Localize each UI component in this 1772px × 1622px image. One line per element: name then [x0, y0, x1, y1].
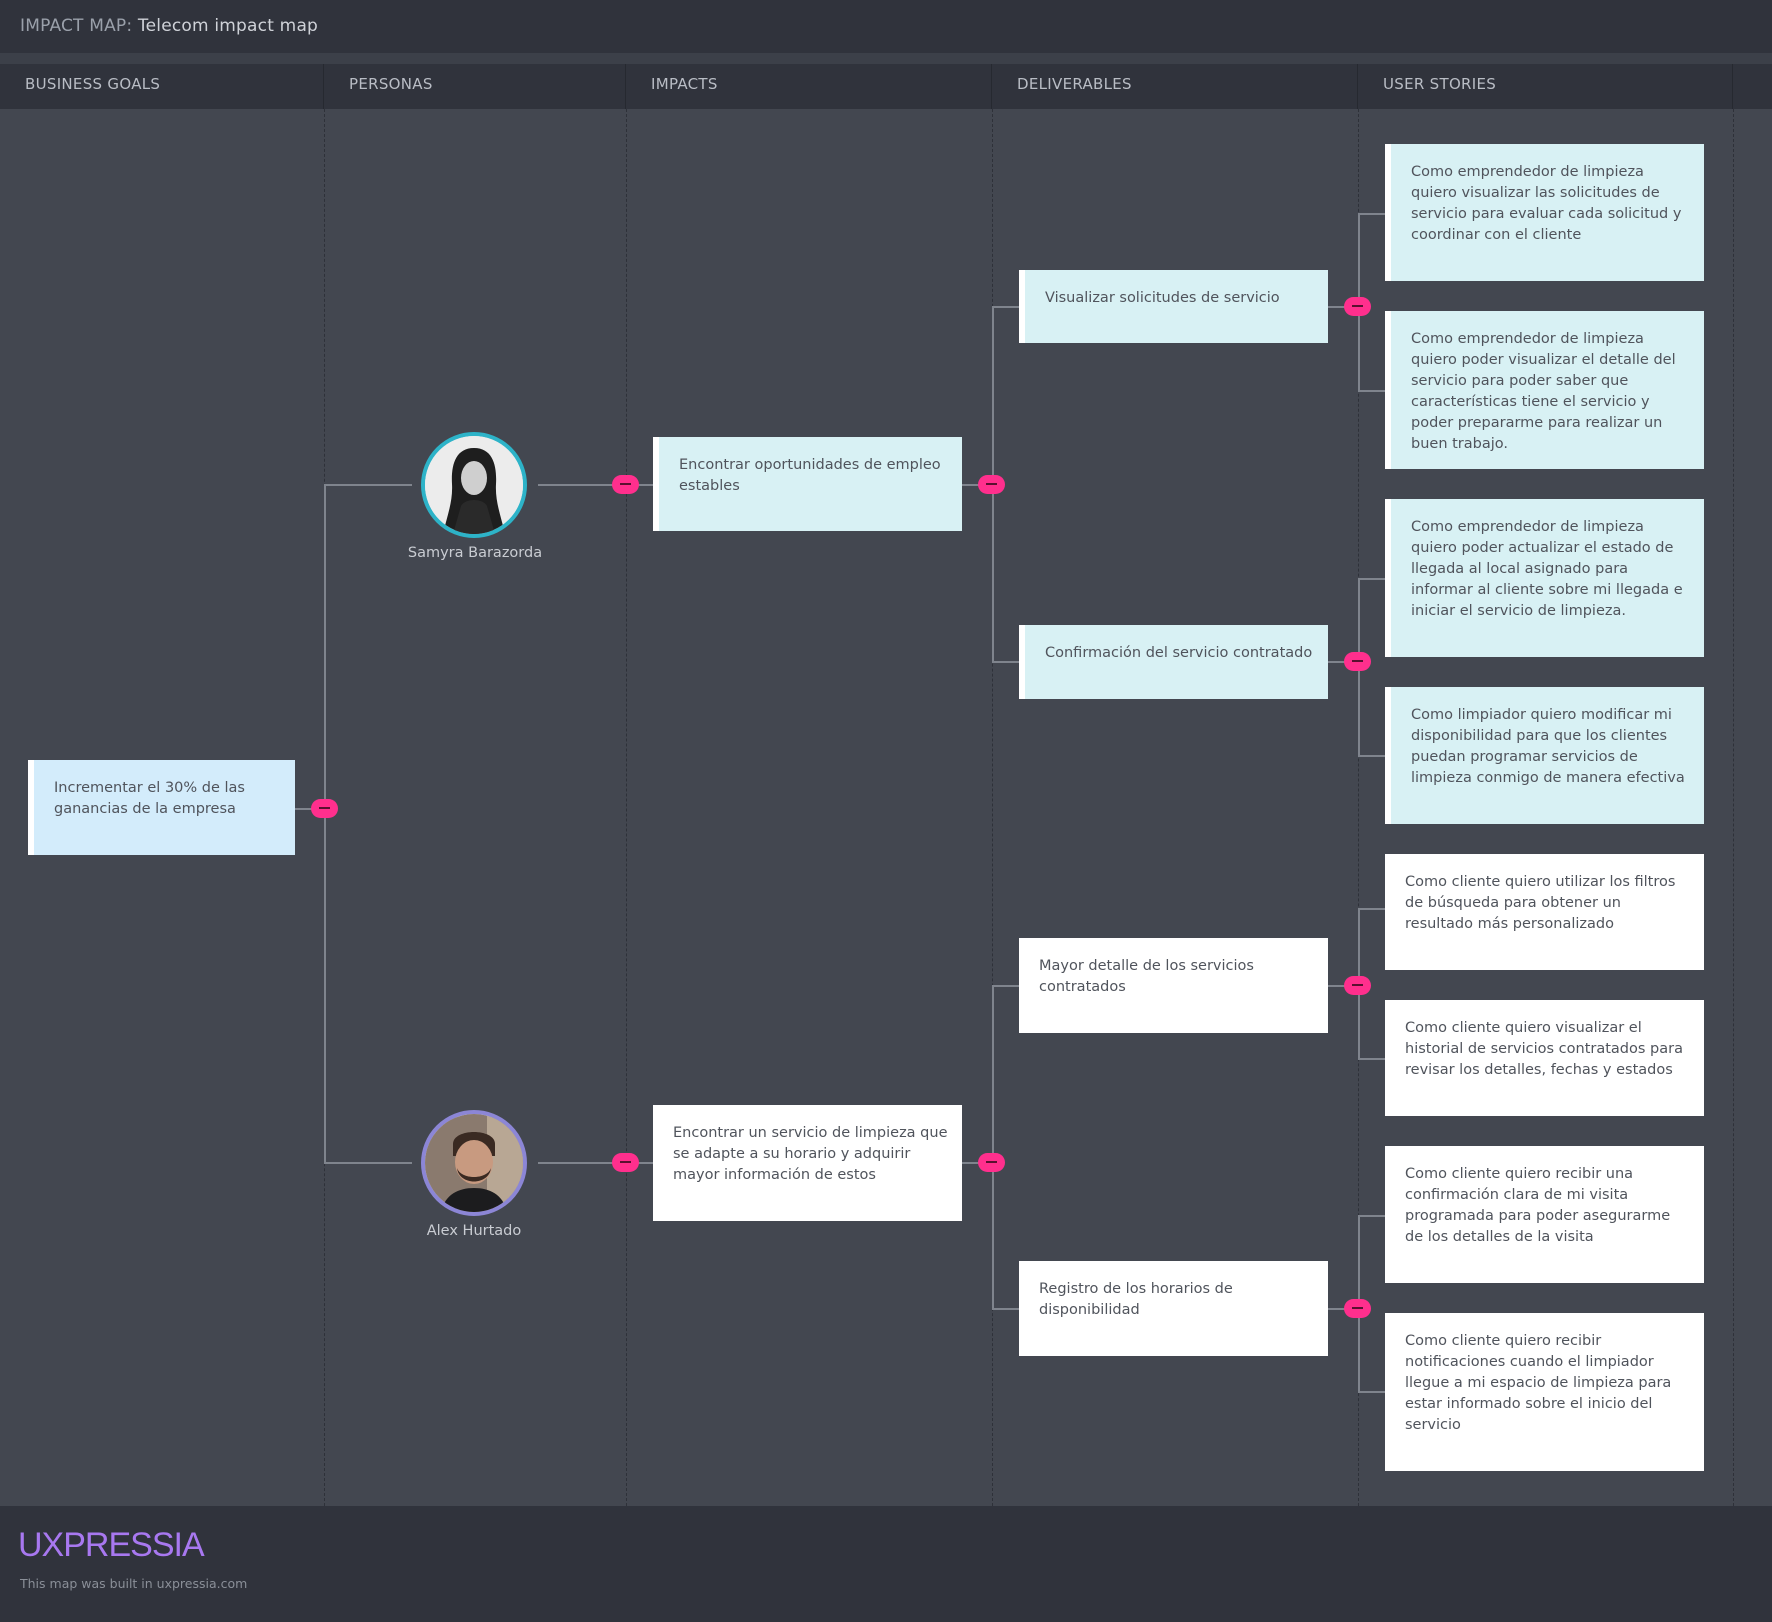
impact-card[interactable]: Encontrar oportunidades de empleo establ… [653, 437, 962, 531]
map-title-text: Telecom impact map [137, 16, 319, 36]
user-story-card[interactable]: Como cliente quiero recibir una confirma… [1385, 1146, 1704, 1283]
persona-avatar-alex[interactable] [421, 1110, 527, 1216]
user-story-card[interactable]: Como cliente quiero visualizar el histor… [1385, 1000, 1704, 1116]
footer: UXPRESSIA This map was built in uxpressi… [0, 1506, 1772, 1622]
map-title: IMPACT MAP: Telecom impact map [20, 16, 318, 36]
collapse-toggle[interactable] [978, 475, 1005, 494]
column-divider [626, 109, 627, 1506]
collapse-toggle[interactable] [612, 1153, 639, 1172]
deliverable-card[interactable]: Confirmación del servicio contratado [1019, 625, 1328, 699]
connector [962, 484, 992, 486]
deliverable-card[interactable]: Registro de los horarios de disponibilid… [1019, 1261, 1328, 1356]
connector [324, 484, 412, 486]
connector [1358, 213, 1385, 215]
connector [992, 306, 1019, 308]
connector [992, 985, 1019, 987]
business-goal-card[interactable]: Incrementar el 30% de las ganancias de l… [28, 760, 295, 855]
column-header-impacts: IMPACTS [626, 64, 992, 109]
map-header: IMPACT MAP: Telecom impact map [0, 0, 1772, 53]
connector [992, 985, 994, 1310]
column-headers: BUSINESS GOALS PERSONAS IMPACTS DELIVERA… [0, 64, 1772, 109]
persona-avatar-samyra[interactable] [421, 432, 527, 538]
column-divider [992, 109, 993, 1506]
user-story-card[interactable]: Como emprendedor de limpieza quiero pode… [1385, 311, 1704, 469]
collapse-toggle[interactable] [1344, 652, 1371, 671]
connector [1358, 578, 1385, 580]
connector [1358, 755, 1385, 757]
connector [1358, 1391, 1385, 1393]
connector [1328, 985, 1358, 987]
collapse-toggle[interactable] [612, 475, 639, 494]
header-divider [0, 53, 1772, 64]
column-header-business-goals: BUSINESS GOALS [0, 64, 324, 109]
connector [538, 1162, 653, 1164]
connector [992, 1308, 1019, 1310]
deliverable-text: Visualizar solicitudes de servicio [1045, 290, 1280, 306]
connector [295, 808, 325, 810]
connector [1358, 1058, 1385, 1060]
collapse-toggle[interactable] [1344, 297, 1371, 316]
avatar-portrait-icon [425, 436, 523, 534]
column-header-deliverables: DELIVERABLES [992, 64, 1358, 109]
persona-name-alex: Alex Hurtado [426, 1223, 522, 1239]
uxpressia-logo[interactable]: UXPRESSIA [18, 1526, 205, 1564]
column-header-user-stories: USER STORIES [1358, 64, 1733, 109]
column-header-personas: PERSONAS [324, 64, 626, 109]
user-story-text: Como cliente quiero utilizar los filtros… [1405, 874, 1676, 932]
persona-name-samyra: Samyra Barazorda [407, 545, 543, 561]
user-story-text: Como limpiador quiero modificar mi dispo… [1411, 707, 1685, 786]
connector [1358, 1215, 1385, 1217]
deliverable-text: Mayor detalle de los servicios contratad… [1039, 958, 1254, 995]
user-story-text: Como emprendedor de limpieza quiero pode… [1411, 519, 1683, 619]
connector [962, 1162, 992, 1164]
connector [1358, 908, 1385, 910]
impact-text: Encontrar un servicio de limpieza que se… [673, 1125, 948, 1183]
user-story-text: Como cliente quiero visualizar el histor… [1405, 1020, 1683, 1078]
connector [1358, 390, 1385, 392]
connector [1328, 306, 1358, 308]
column-divider [1358, 109, 1359, 1506]
connector [324, 1162, 412, 1164]
connector [992, 661, 1019, 663]
user-story-card[interactable]: Como cliente quiero utilizar los filtros… [1385, 854, 1704, 970]
business-goal-text: Incrementar el 30% de las ganancias de l… [54, 780, 245, 817]
collapse-toggle[interactable] [1344, 976, 1371, 995]
deliverable-card[interactable]: Visualizar solicitudes de servicio [1019, 270, 1328, 343]
user-story-card[interactable]: Como emprendedor de limpieza quiero visu… [1385, 144, 1704, 281]
impact-text: Encontrar oportunidades de empleo establ… [679, 457, 941, 494]
collapse-toggle[interactable] [978, 1153, 1005, 1172]
user-story-text: Como emprendedor de limpieza quiero visu… [1411, 164, 1682, 243]
user-story-card[interactable]: Como limpiador quiero modificar mi dispo… [1385, 687, 1704, 824]
user-story-card[interactable]: Como cliente quiero recibir notificacion… [1385, 1313, 1704, 1471]
map-title-label: IMPACT MAP: [20, 16, 133, 36]
user-story-text: Como emprendedor de limpieza quiero pode… [1411, 331, 1676, 452]
collapse-toggle[interactable] [311, 799, 338, 818]
deliverable-card[interactable]: Mayor detalle de los servicios contratad… [1019, 938, 1328, 1033]
user-story-text: Como cliente quiero recibir una confirma… [1405, 1166, 1671, 1245]
user-story-card[interactable]: Como emprendedor de limpieza quiero pode… [1385, 499, 1704, 657]
user-story-text: Como cliente quiero recibir notificacion… [1405, 1333, 1672, 1433]
collapse-toggle[interactable] [1344, 1299, 1371, 1318]
impact-card[interactable]: Encontrar un servicio de limpieza que se… [653, 1105, 962, 1221]
deliverable-text: Confirmación del servicio contratado [1045, 645, 1313, 661]
deliverable-text: Registro de los horarios de disponibilid… [1039, 1281, 1233, 1318]
footer-note: This map was built in uxpressia.com [20, 1576, 248, 1591]
column-divider [1733, 109, 1734, 1506]
connector [1328, 661, 1358, 663]
connector [324, 484, 326, 1164]
connector [538, 484, 653, 486]
avatar-portrait-icon [425, 1114, 523, 1212]
connector [1328, 1308, 1358, 1310]
